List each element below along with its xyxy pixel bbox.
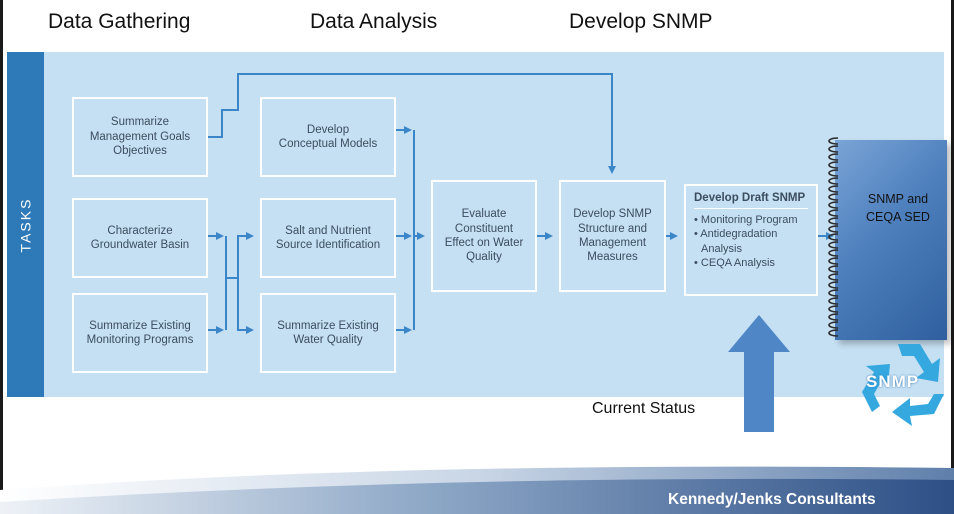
task-salt-nutrient: Salt and Nutrient Source Identification [260,198,396,278]
arrow-col1-to-col2 [226,232,254,279]
arrow-goals-to-structure [208,73,616,174]
draft-item: • CEQA Analysis [694,256,775,269]
draft-item: Analysis [701,242,742,255]
current-status-label: Current Status [592,400,696,417]
book-title: SNMP and CEQA SED [852,190,944,226]
task-evaluate-effect: Evaluate Constituent Effect on Water Qua… [431,180,537,292]
task-characterize-basin: Characterize Groundwater Basin [72,198,208,278]
snmp-report-book [835,140,947,340]
task-text: Conceptual Models [278,138,378,150]
snmp-recycle-logo [862,344,944,426]
phase-data-analysis: Data Analysis [310,10,438,33]
arrow-col1-to-col2-low [237,278,254,334]
company-logo-text: Kennedy/Jenks Consultants [668,491,876,508]
task-develop-draft-snmp: Develop Draft SNMP • Monitoring Program … [684,184,818,296]
task-text: Water Quality [293,334,363,346]
task-text: Monitoring Programs [86,334,194,346]
task-develop-structure: Develop SNMP Structure and Management Me… [559,180,666,292]
task-text: Objectives [113,145,167,158]
book-line: SNMP and [867,192,929,206]
task-text: Management Goals [89,130,191,143]
task-text: Management [578,237,647,249]
task-conceptual-models: Develop Conceptual Models [260,97,396,177]
book-line: CEQA SED [866,210,930,225]
draft-title: Develop Draft SNMP [694,192,806,204]
task-text: Evaluate [461,208,507,221]
task-text: Summarize [110,116,170,129]
task-text: Characterize [107,224,173,237]
task-text: Quality [466,251,502,264]
task-text: Develop SNMP [573,208,652,221]
slide-border-right [951,0,954,490]
draft-item: • Antidegradation [694,228,778,241]
current-status-arrow [728,315,790,432]
book-spiral-binding [828,137,839,337]
task-text: Groundwater Basin [90,239,190,251]
task-text: Structure and [577,222,648,235]
task-text: Effect on Water [444,237,524,249]
task-text: Develop [306,123,350,136]
task-text: Summarize Existing [89,319,191,332]
tasks-panel [44,52,944,397]
footer-swoosh [0,466,954,514]
task-text: Measures [587,251,638,264]
draft-item: • Monitoring Program [694,214,798,226]
task-summarize-monitoring: Summarize Existing Monitoring Programs [72,293,208,373]
tasks-sidebar [7,52,44,397]
task-text: Source Identification [275,239,381,251]
phase-data-gathering: Data Gathering [48,10,191,33]
logo-text: SNMP [866,372,920,391]
task-summarize-water-quality: Summarize Existing Water Quality [260,293,396,373]
slide-border-left [0,0,3,490]
task-text: Constituent [454,222,514,235]
task-text: Summarize Existing [277,319,379,332]
task-text: Salt and Nutrient [285,224,371,237]
task-summarize-goals: Summarize Management Goals Objectives [72,97,208,177]
draft-divider [694,208,808,209]
phase-develop-snmp: Develop SNMP [569,10,713,33]
